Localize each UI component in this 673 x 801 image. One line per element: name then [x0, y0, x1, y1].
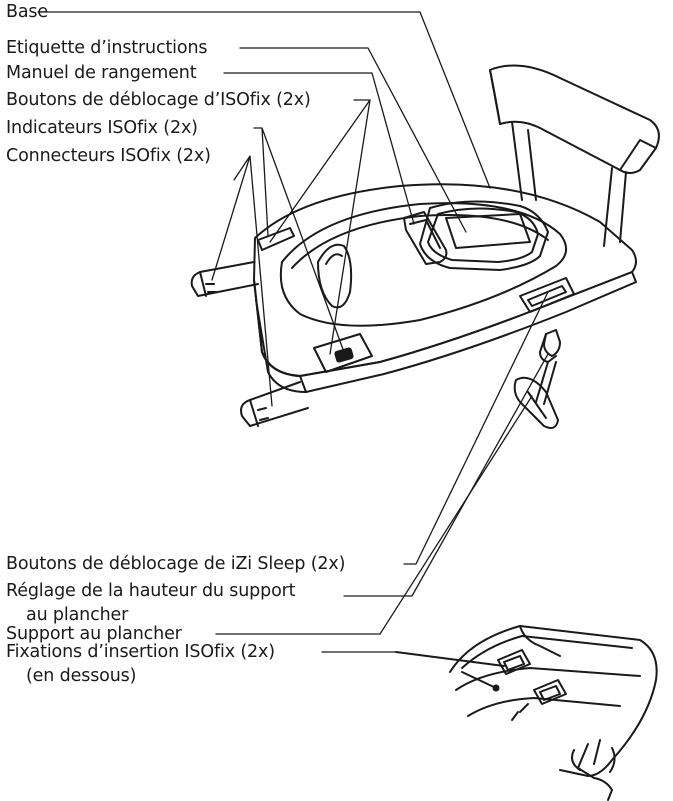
label-isofix-insertion-line1: Fixations d’insertion ISOfix (2x) — [6, 642, 275, 662]
floor-support-leg — [513, 329, 561, 429]
label-isofix-connectors: Connecteurs ISOfix (2x) — [6, 146, 211, 166]
leg-housing — [543, 329, 561, 357]
side-grip — [317, 243, 353, 309]
label-izi-sleep-release-buttons: Boutons de déblocage de iZi Sleep (2x) — [6, 554, 346, 574]
seat-well — [279, 202, 567, 327]
label-floor-support: Support au plancher — [6, 624, 182, 644]
leader-isofix-indicators — [253, 127, 345, 353]
isofix-insertion-slot-1 — [497, 649, 531, 675]
izi-sleep-release-button — [519, 277, 575, 313]
leg-height-adjust — [539, 333, 557, 363]
underside-inset — [395, 625, 658, 801]
leg-foot — [513, 376, 559, 429]
isofix-indicator-window — [313, 333, 373, 373]
inset-shell — [449, 625, 658, 777]
isofix-release-button-top — [257, 227, 295, 251]
leader-isofix-release — [269, 99, 371, 355]
label-floor-support-height-line2: au plancher — [26, 605, 129, 625]
isofix-connector-upper — [190, 261, 259, 297]
leader-isofix-connectors — [211, 155, 273, 407]
backrest-post-left — [511, 121, 537, 201]
isofix-insertion-slot-2 — [533, 679, 567, 705]
inset-leg — [577, 739, 616, 801]
leader-lines — [37, 11, 549, 653]
backrest — [489, 64, 660, 174]
leg-tube — [535, 361, 557, 405]
label-floor-support-height-line1: Réglage de la hauteur du support — [6, 581, 296, 601]
leader-base — [37, 11, 491, 189]
leader-storage-manual — [223, 72, 415, 225]
label-isofix-insertion-line2: (en dessous) — [26, 666, 137, 686]
label-base: Base — [6, 2, 49, 22]
leader-izi-sleep-release — [403, 291, 549, 565]
backrest-post-right — [603, 167, 627, 247]
base-unit — [253, 64, 660, 393]
leader-floor-support — [215, 395, 533, 635]
label-storage-manual: Manuel de rangement — [6, 63, 197, 83]
leader-floor-support-height — [343, 353, 549, 597]
leader-instruction-label — [239, 47, 467, 233]
label-instruction-label: Etiquette d’instructions — [6, 38, 208, 58]
isofix-connector-lower — [240, 381, 309, 427]
manual-tab — [403, 211, 448, 265]
instruction-label — [445, 213, 531, 249]
label-isofix-release-buttons: Boutons de déblocage d’ISOfix (2x) — [6, 90, 311, 110]
isofix-indicator — [334, 347, 354, 363]
label-isofix-indicators: Indicateurs ISOfix (2x) — [6, 118, 198, 138]
